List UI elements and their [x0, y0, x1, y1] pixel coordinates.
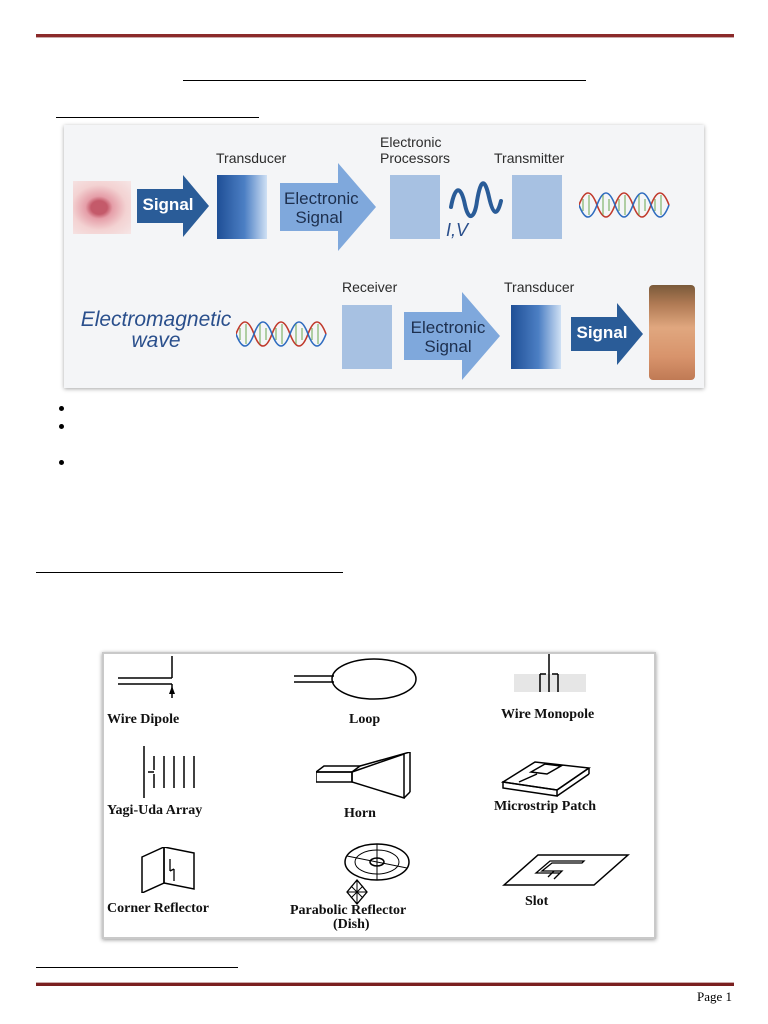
wire-dipole-label: Wire Dipole [107, 712, 180, 727]
electronic-signal-arrow-bottom [404, 292, 500, 380]
transducer-top-block [217, 175, 267, 239]
electronic-signal-arrow-top [280, 163, 376, 251]
parabolic-reflector-sublabel: (Dish) [333, 917, 370, 932]
electronic-processors-label: Electronic Processors [380, 134, 451, 166]
transducer-bottom-block [511, 305, 561, 369]
section-heading-underline [56, 117, 259, 118]
microstrip-patch-icon [500, 761, 591, 797]
electronic-signal-label-top: Electronic Signal [284, 189, 359, 227]
corner-reflector-icon [141, 847, 195, 893]
receiver-block [342, 305, 392, 369]
transducer-bottom-label: Transducer [504, 279, 575, 295]
ear-image [649, 285, 695, 380]
slot-icon [502, 854, 630, 886]
transmitter-block [512, 175, 562, 239]
antenna-types-figure: Wire Dipole Loop Wire Monopole Yagi-Uda … [102, 652, 656, 939]
microstrip-patch-label: Microstrip Patch [494, 799, 596, 814]
yagi-uda-label: Yagi-Uda Array [107, 803, 203, 818]
receiver-label: Receiver [342, 279, 398, 295]
parabolic-reflector-icon [344, 843, 410, 906]
parabolic-reflector-label: Parabolic Reflector [290, 903, 407, 918]
section-heading-underline-2 [36, 572, 343, 573]
communication-system-diagram: Signal Transducer Electronic Signal Elec… [64, 125, 704, 388]
signal-arrow-bottom [571, 303, 643, 365]
transducer-top-label: Transducer [216, 150, 287, 166]
wire-monopole-label: Wire Monopole [501, 707, 595, 722]
signal-label-top: Signal [142, 195, 194, 214]
iv-waveform-icon [449, 181, 503, 218]
page-number: Page 1 [696, 989, 732, 1004]
transmitter-label: Transmitter [494, 150, 565, 166]
electronic-signal-label-bottom: Electronic Signal [410, 318, 486, 356]
em-wave-bottom-icon [236, 321, 327, 347]
wire-dipole-icon [118, 656, 175, 698]
corner-reflector-label: Corner Reflector [107, 901, 209, 916]
footer-rule [36, 982, 734, 986]
bullet-point [59, 424, 64, 429]
bullet-point [59, 460, 64, 465]
signal-label-bottom: Signal [576, 323, 628, 342]
mouth-image [73, 181, 131, 234]
electronic-processors-block [390, 175, 440, 239]
bullet-point [59, 406, 64, 411]
loop-icon [294, 658, 417, 700]
wire-monopole-icon [514, 654, 586, 692]
em-wave-top-icon [579, 192, 670, 218]
slot-label: Slot [525, 894, 549, 909]
electromagnetic-wave-label: Electromagnetic wave [80, 308, 232, 352]
section-heading-underline-3 [36, 967, 238, 968]
yagi-uda-icon [143, 746, 195, 798]
loop-label: Loop [349, 712, 381, 727]
title-underline [183, 80, 586, 81]
horn-label: Horn [344, 806, 376, 821]
horn-icon [316, 752, 411, 800]
signal-arrow-top [137, 175, 209, 237]
iv-label: I,V [446, 220, 469, 240]
header-rule [36, 34, 734, 38]
